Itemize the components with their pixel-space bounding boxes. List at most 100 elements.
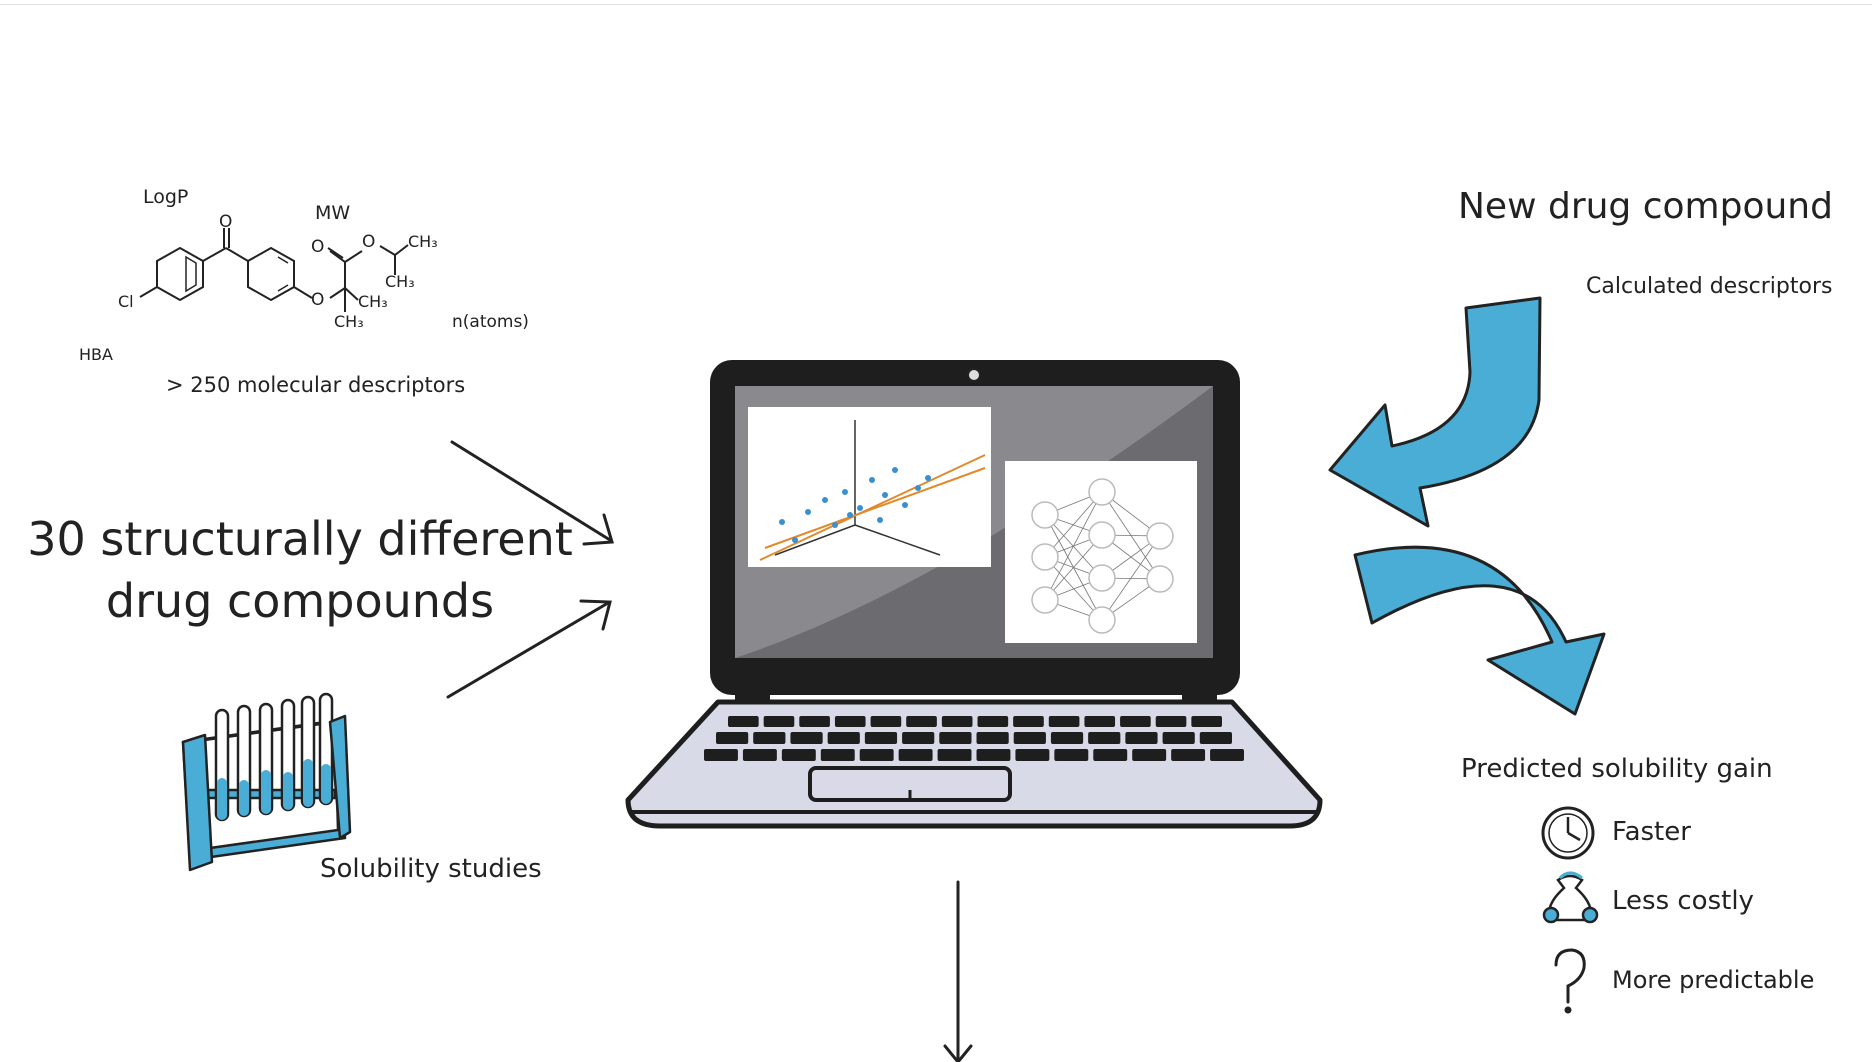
keyboard-key bbox=[977, 716, 1009, 727]
atom-o-ester-double: O bbox=[311, 237, 325, 257]
scatter-point bbox=[822, 497, 828, 503]
keyboard-key bbox=[870, 716, 902, 727]
nn-edge bbox=[1044, 491, 1103, 558]
keyboard-key bbox=[704, 749, 738, 761]
keyboard-key bbox=[906, 716, 937, 727]
nn-edge bbox=[1044, 556, 1103, 621]
nn-node bbox=[1088, 478, 1116, 506]
keyboard-key bbox=[939, 732, 972, 744]
scatter-point bbox=[805, 509, 811, 515]
atom-o-carbonyl: O bbox=[219, 212, 233, 232]
benefit-less-costly: Less costly bbox=[1612, 886, 1754, 916]
blue-arrow-out bbox=[1353, 545, 1606, 716]
scatter-point bbox=[892, 467, 898, 473]
keyboard-key bbox=[1199, 732, 1232, 744]
keyboard-key bbox=[742, 749, 777, 761]
scatter-point bbox=[915, 485, 921, 491]
scatter-point bbox=[869, 477, 875, 483]
keyboard-key bbox=[834, 716, 866, 727]
blue-arrow-in bbox=[1328, 296, 1542, 528]
calculated-label: Calculated descriptors bbox=[1586, 274, 1833, 299]
keyboard-key bbox=[864, 732, 898, 744]
scatter-point bbox=[792, 537, 798, 543]
atom-ch3-top: CH₃ bbox=[408, 232, 438, 251]
keyboard-key bbox=[1015, 749, 1050, 761]
tube-liquid bbox=[283, 772, 293, 810]
scatter-point bbox=[882, 492, 888, 498]
keyboard-key bbox=[1054, 749, 1089, 761]
keyboard-key bbox=[763, 716, 795, 727]
nn-node bbox=[1146, 565, 1174, 593]
scatter-point bbox=[842, 489, 848, 495]
keyboard-key bbox=[1013, 732, 1046, 744]
keyboard-key bbox=[902, 732, 935, 744]
descriptor-count: > 250 molecular descriptors bbox=[166, 373, 466, 397]
atom-ch3-mid: CH₃ bbox=[385, 272, 415, 291]
scatter-points bbox=[779, 467, 931, 543]
solubility-label: Solubility studies bbox=[320, 854, 542, 884]
keyboard bbox=[704, 716, 1244, 761]
keyboard-key bbox=[1125, 732, 1158, 744]
tube-liquid bbox=[239, 780, 249, 816]
keyboard-key bbox=[1050, 732, 1084, 744]
atom-cl: Cl bbox=[118, 292, 134, 311]
descriptor-mw: MW bbox=[315, 202, 351, 224]
tube-liquid bbox=[303, 759, 313, 807]
nn-node bbox=[1088, 521, 1116, 549]
keyboard-key bbox=[716, 732, 749, 744]
new-compound-label: New drug compound bbox=[1458, 186, 1833, 227]
keyboard-key bbox=[781, 749, 816, 761]
nn-node bbox=[1031, 543, 1059, 571]
keyboard-key bbox=[937, 749, 972, 761]
keyboard-key bbox=[1048, 716, 1080, 727]
keyboard-key bbox=[1210, 749, 1244, 761]
nn-node bbox=[1031, 586, 1059, 614]
molecule-structure bbox=[139, 228, 409, 312]
benefit-more-predictable: More predictable bbox=[1612, 966, 1815, 994]
keyboard-key bbox=[976, 732, 1009, 744]
compounds-line2: drug compounds bbox=[105, 574, 495, 628]
plot-neural-network bbox=[1005, 461, 1197, 643]
test-tube-rack bbox=[181, 692, 352, 872]
nn-node bbox=[1146, 522, 1174, 550]
keyboard-key bbox=[827, 732, 860, 744]
atom-o-ester-single: O bbox=[362, 232, 376, 252]
descriptor-natoms: n(atoms) bbox=[452, 312, 529, 332]
webcam-icon bbox=[967, 368, 981, 382]
scatter-point bbox=[857, 505, 863, 511]
scatter-point bbox=[902, 502, 908, 508]
keyboard-key bbox=[1084, 716, 1116, 727]
keyboard-key bbox=[1013, 716, 1044, 727]
keyboard-key bbox=[941, 716, 973, 727]
tube-liquid bbox=[321, 764, 331, 804]
keyboard-key bbox=[1088, 732, 1121, 744]
scatter-point bbox=[847, 512, 853, 518]
keyboard-key bbox=[898, 749, 933, 761]
keyboard-key bbox=[1191, 716, 1222, 727]
keyboard-key bbox=[1155, 716, 1187, 727]
keyboard-key bbox=[1162, 732, 1195, 744]
tube-liquid bbox=[217, 778, 227, 820]
input-arrow-top bbox=[450, 440, 614, 546]
keyboard-key bbox=[1132, 749, 1167, 761]
benzene-ring-right bbox=[247, 246, 295, 302]
nn-node bbox=[1088, 606, 1116, 634]
keyboard-key bbox=[1093, 749, 1128, 761]
keyboard-key bbox=[790, 732, 823, 744]
scatter-point bbox=[779, 519, 785, 525]
keyboard-key bbox=[728, 716, 759, 727]
question-mark-icon bbox=[1554, 948, 1586, 1014]
predicted-label: Predicted solubility gain bbox=[1461, 754, 1773, 784]
scatter-point bbox=[877, 517, 883, 523]
keyboard-key bbox=[820, 749, 855, 761]
tube-liquid bbox=[261, 770, 271, 814]
keyboard-key bbox=[1120, 716, 1151, 727]
keyboard-key bbox=[976, 749, 1011, 761]
scatter-point bbox=[832, 522, 838, 528]
input-arrow-bottom bbox=[446, 599, 612, 699]
clock-icon bbox=[1541, 806, 1595, 860]
nn-node bbox=[1088, 564, 1116, 592]
top-divider bbox=[0, 4, 1872, 5]
laptop bbox=[625, 360, 1323, 829]
